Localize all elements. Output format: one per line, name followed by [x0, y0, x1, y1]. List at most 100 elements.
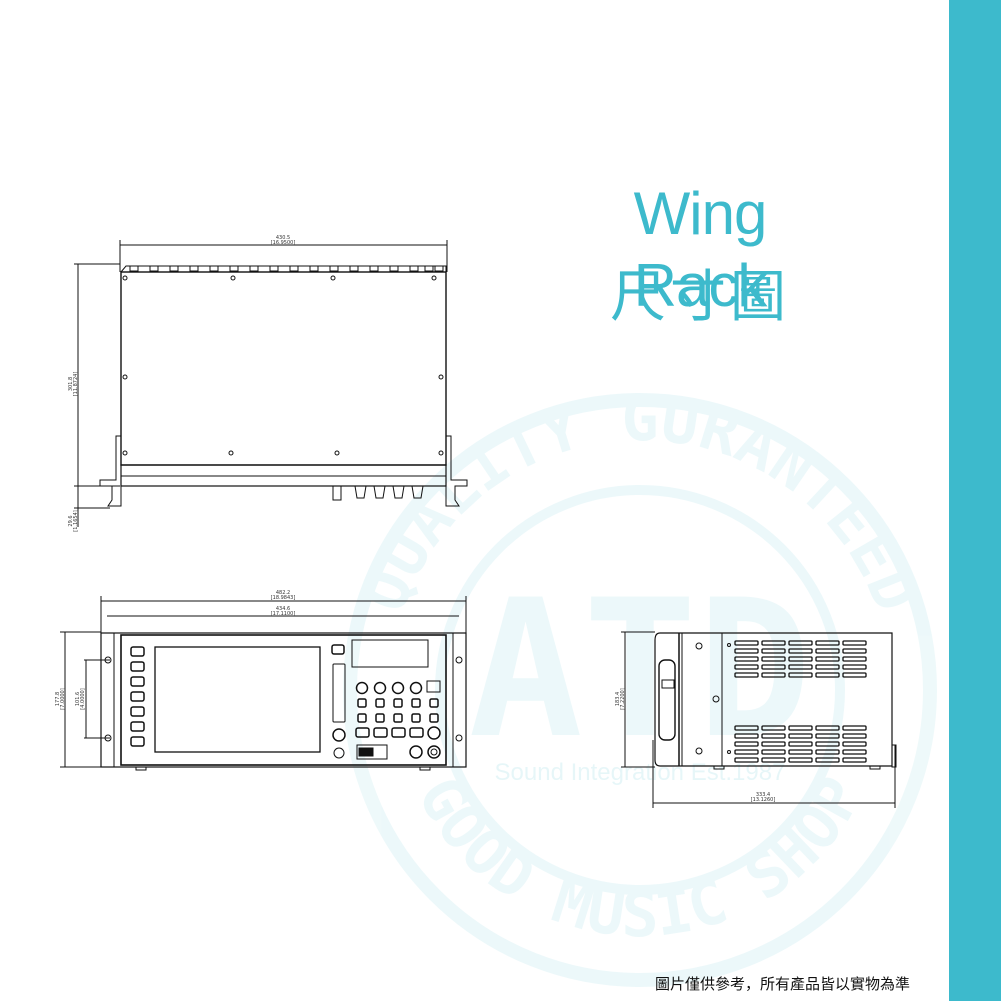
vent-slot — [842, 664, 867, 670]
vent-slot — [842, 640, 867, 646]
vent-slot — [734, 664, 759, 670]
vent-slot — [788, 672, 813, 678]
keypad-button — [411, 713, 421, 723]
side-height-label: 183.4 — [615, 692, 621, 706]
rotary-encoder — [409, 681, 423, 695]
vent-slot — [815, 664, 840, 670]
function-button — [130, 721, 145, 732]
vent-slot — [815, 672, 840, 678]
vent-slot — [788, 741, 813, 747]
function-button — [130, 676, 145, 687]
screw-hole — [438, 450, 444, 456]
soft-button — [373, 727, 388, 738]
screw-hole — [438, 374, 444, 380]
rear-connector — [269, 265, 279, 272]
rear-connector — [169, 265, 179, 272]
top-depth-label-in: [11.8724] — [73, 372, 79, 397]
vent-slot — [788, 648, 813, 654]
hole-spacing-label: 101.6 — [75, 692, 81, 706]
vent-slot — [734, 741, 759, 747]
rear-connector — [329, 265, 339, 272]
front-body-width-label: 434.6 — [276, 606, 290, 612]
screw-hole — [230, 275, 236, 281]
keypad-button — [429, 698, 439, 708]
function-button — [130, 736, 145, 747]
rear-connector — [289, 265, 299, 272]
keypad-button — [393, 713, 403, 723]
vent-slot — [761, 725, 786, 731]
vent-slot — [734, 757, 759, 763]
vent-slot — [761, 656, 786, 662]
vent-slot — [815, 648, 840, 654]
vent-slot — [815, 741, 840, 747]
function-button — [130, 646, 145, 657]
vent-slot — [734, 672, 759, 678]
soft-button — [409, 727, 424, 738]
vent-slot — [734, 733, 759, 739]
vent-slot — [761, 672, 786, 678]
vent-slot — [788, 733, 813, 739]
rotary-encoder — [391, 681, 405, 695]
front-height-label: 177.8 — [55, 692, 61, 706]
keypad-button — [393, 698, 403, 708]
vent-slot — [842, 757, 867, 763]
top-chassis — [120, 271, 447, 466]
top-view — [74, 240, 468, 527]
xlr-connector — [332, 485, 342, 501]
screw-hole — [431, 275, 437, 281]
screw-hole — [122, 450, 128, 456]
vent-slot — [788, 749, 813, 755]
rear-connector — [309, 265, 319, 272]
vent-slot — [842, 648, 867, 654]
accent-sidebar — [949, 0, 1001, 1001]
vent-slot — [761, 733, 786, 739]
function-button — [130, 691, 145, 702]
rear-connector — [389, 265, 399, 272]
vent-slot — [734, 749, 759, 755]
vent-slot — [842, 725, 867, 731]
rear-connector — [209, 265, 219, 272]
front-body-width-label-in: [17.1100] — [271, 611, 296, 617]
keypad-button — [375, 698, 385, 708]
side-height-label-in: [7.2200] — [620, 688, 626, 709]
vent-slot — [815, 757, 840, 763]
side-chassis — [654, 632, 893, 767]
keypad-button — [375, 713, 385, 723]
vent-slot — [734, 725, 759, 731]
function-button — [130, 706, 145, 717]
knob-profile — [392, 485, 405, 499]
vent-slot — [842, 656, 867, 662]
screw-hole — [228, 450, 234, 456]
vent-slot — [761, 741, 786, 747]
screw-hole — [330, 275, 336, 281]
left-rack-ear — [99, 435, 122, 507]
screw-hole — [334, 450, 340, 456]
flange-label: 29.6 — [68, 515, 74, 526]
watermark-tagline: Sound Integration Est.1987 — [495, 759, 786, 786]
keypad-button — [357, 713, 367, 723]
vent-slot — [734, 648, 759, 654]
rear-connector — [149, 265, 159, 272]
vent-slot — [842, 733, 867, 739]
vent-slot — [761, 749, 786, 755]
top-depth-label: 301.8 — [68, 377, 74, 391]
touchscreen — [154, 646, 321, 753]
rotary-encoder — [427, 726, 441, 740]
rear-connector — [249, 265, 259, 272]
vent-slot — [761, 648, 786, 654]
vent-slot — [734, 656, 759, 662]
vent-slot — [761, 664, 786, 670]
vent-slot — [761, 640, 786, 646]
watermark-center: ATD — [468, 559, 811, 780]
rear-connector — [349, 265, 359, 272]
rotary-encoder — [355, 681, 369, 695]
side-view — [621, 631, 897, 808]
knob-profile — [354, 485, 367, 499]
vent-slot — [815, 640, 840, 646]
top-width-label: 430.5 — [276, 235, 290, 241]
knob-profile — [373, 485, 386, 499]
rotary-encoder — [373, 681, 387, 695]
vent-slot — [761, 757, 786, 763]
flange-label-in: [1.1654] — [73, 510, 79, 531]
